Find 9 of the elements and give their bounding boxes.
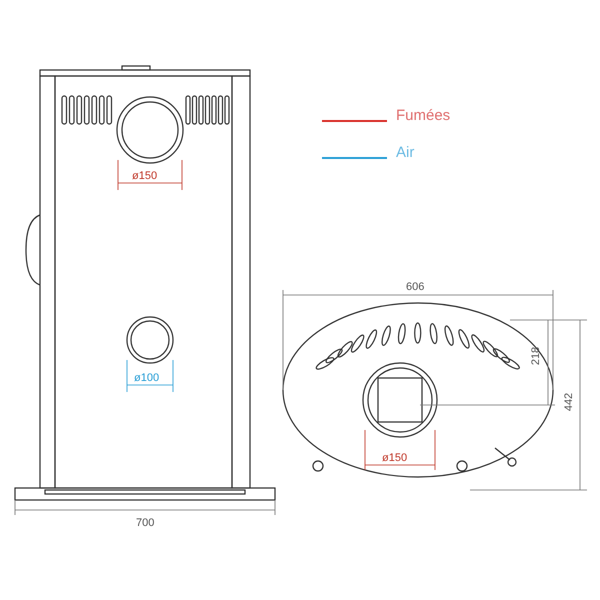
legend-label: Air	[396, 145, 414, 161]
dimension-label: ø150	[382, 452, 408, 464]
dimension-label: ø150	[132, 170, 158, 182]
dimension-label: 218	[530, 346, 542, 366]
dimension-label: 606	[406, 281, 424, 293]
dimension-label: 442	[563, 392, 576, 412]
dimension-label: ø100	[134, 372, 160, 384]
dimension-label: 700	[136, 517, 154, 529]
legend-label: Fumées	[396, 108, 450, 124]
